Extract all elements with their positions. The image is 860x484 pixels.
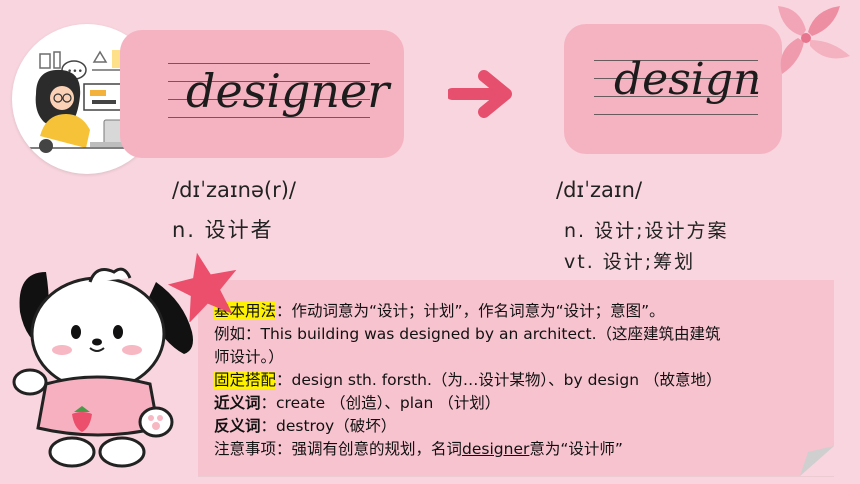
synonym-line: 近义词：create （创造）、plan （计划）	[214, 394, 501, 412]
right-word-script: design	[614, 54, 762, 105]
right-word-card: design	[564, 24, 782, 154]
star-icon	[167, 252, 237, 322]
attention-label: 注意事项	[214, 440, 277, 458]
puppy-character	[12, 267, 193, 468]
right-phonetic: /dɪˈzaɪn/	[556, 178, 643, 202]
left-pos-line-1: n. 设计者	[172, 218, 274, 242]
notes-panel: 基本用法：作动词意为“设计；计划”，作名词意为“设计；意图”。 例如：This …	[198, 280, 834, 476]
flower-icon	[778, 6, 850, 74]
phrase-label: 固定搭配	[214, 371, 277, 389]
usage-label: 基本用法	[214, 302, 277, 320]
left-phonetic: /dɪˈzaɪnə(r)/	[172, 178, 297, 202]
example-line-1: 例如：This building was designed by an arch…	[214, 325, 721, 343]
svg-text:•••: •••	[67, 67, 83, 77]
left-word-card: designer	[120, 30, 404, 158]
attention-line: 注意事项：强调有创意的规划，名词designer意为“设计师”	[214, 440, 623, 458]
synonym-label: 近义词	[214, 394, 261, 412]
usage-line: 基本用法：作动词意为“设计；计划”，作名词意为“设计；意图”。	[214, 302, 665, 320]
phrase-line: 固定搭配：design sth. forsth.（为…设计某物）、by desi…	[214, 371, 722, 389]
antonym-line: 反义词：destroy（破坏）	[214, 417, 397, 435]
left-word-script: designer	[186, 64, 390, 118]
right-pos-line-1: n. 设计;设计方案	[564, 220, 729, 242]
antonym-label: 反义词	[214, 417, 261, 435]
example-label: 例如	[214, 325, 246, 343]
right-pos-line-2: vt. 设计;筹划	[564, 251, 696, 273]
attention-word: designer	[462, 440, 530, 458]
example-line-2: 师设计。）	[214, 348, 284, 366]
page-curl-icon	[800, 446, 834, 476]
arrow-right-icon	[448, 70, 512, 118]
